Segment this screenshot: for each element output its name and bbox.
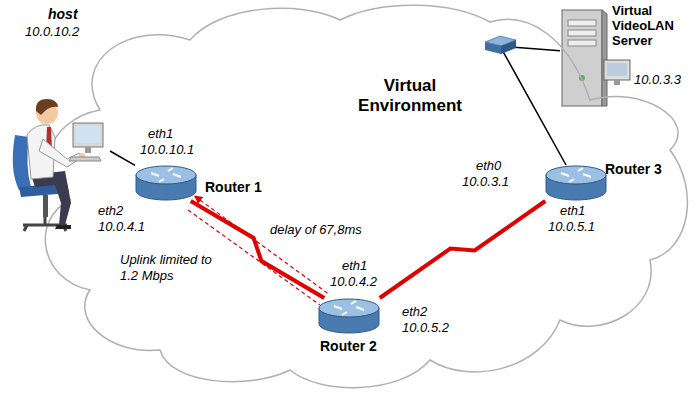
interface-label: eth1 (342, 258, 367, 274)
interface-label: 10.0.4.2 (330, 274, 377, 290)
router-name: Router 1 (205, 179, 262, 196)
link-label: delay of 67,8ms (268, 222, 364, 238)
interface-label: 10.0.4.1 (98, 219, 145, 235)
interface-label: 10.0.3.1 (462, 174, 509, 190)
router-node: Router 2 (318, 298, 380, 334)
interface-label: eth2 (98, 203, 123, 219)
interface-label: eth1 (148, 126, 173, 142)
server-name: Virtual VideoLAN Server (612, 4, 686, 49)
interface-label: 10.0.10.1 (140, 142, 194, 158)
interface-label: eth1 (560, 203, 585, 219)
interface-label: eth2 (402, 304, 427, 320)
interface-label: 10.0.5.1 (548, 219, 595, 235)
router-name: Router 2 (320, 338, 377, 355)
delay-indicator (200, 200, 330, 295)
router-node: Router 1 (135, 165, 197, 201)
router-icon (318, 298, 380, 334)
router-node: Router 3 (545, 165, 607, 201)
ip-address: 10.0.10.2 (25, 24, 79, 40)
server-node: Virtual VideoLAN Server 10.0.3.3 (560, 4, 688, 108)
serial-link (191, 201, 324, 298)
link-note: Uplink limited to 1.2 Mbps (120, 252, 218, 283)
cloud-shape (45, 5, 687, 387)
interface-label: 10.0.5.2 (402, 320, 449, 336)
host-user: host10.0.10.2 (5, 5, 110, 237)
interface-label: eth0 (476, 158, 501, 174)
router-icon (545, 165, 607, 201)
router-name: Router 3 (605, 161, 662, 178)
host-name: host (48, 6, 78, 23)
ip-address: 10.0.3.3 (634, 72, 681, 88)
ethernet-link (110, 151, 135, 165)
serial-link (380, 201, 546, 298)
region-title: Virtual Environment (345, 76, 475, 117)
router-icon (135, 165, 197, 201)
switch-icon (485, 36, 516, 54)
person-icon (5, 75, 105, 235)
ethernet-link (500, 46, 566, 165)
